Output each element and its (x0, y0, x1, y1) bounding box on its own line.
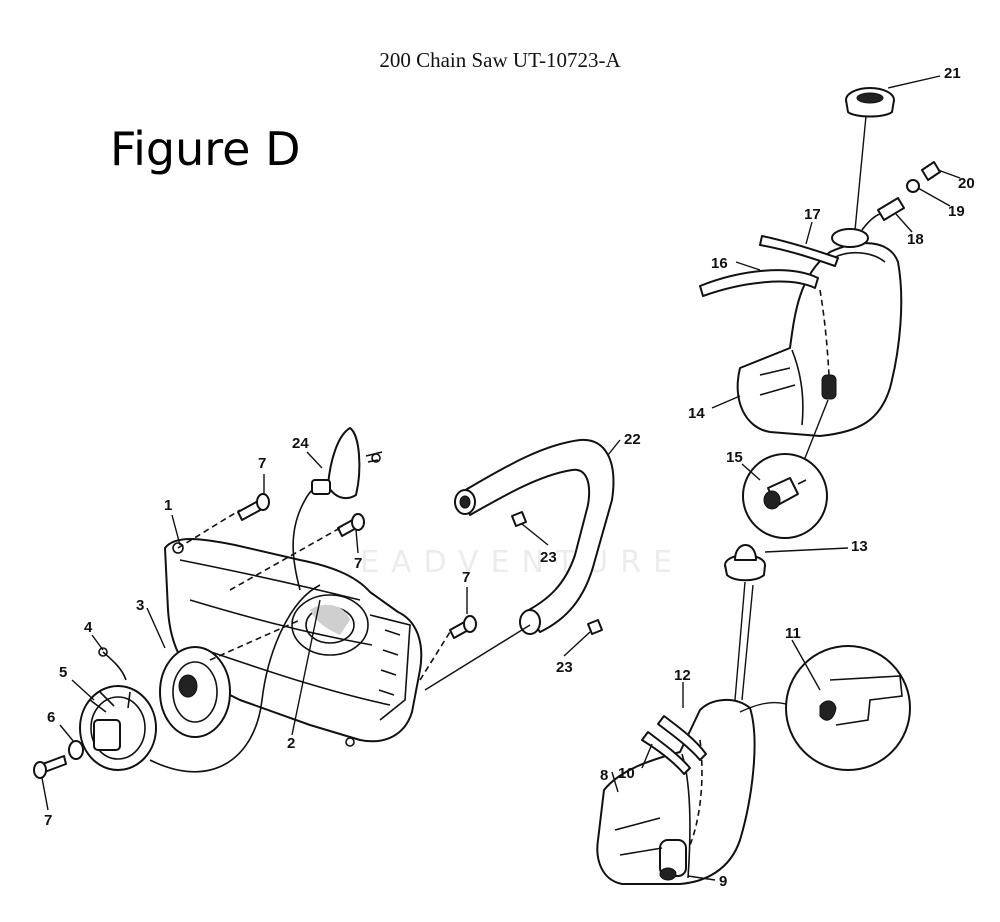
fuel-tank (736, 242, 903, 437)
vent-valve (921, 161, 941, 181)
starter-cord (149, 584, 321, 773)
callout-21: 21 (944, 65, 961, 82)
oil-cap (724, 544, 766, 582)
callout-22: 22 (624, 431, 641, 448)
handle-bar (461, 438, 615, 633)
fuel-tank-assembly (699, 87, 941, 539)
fuel-cap (845, 87, 895, 118)
spring-wire (102, 651, 127, 681)
housing-assembly (33, 427, 477, 779)
front-handle (424, 438, 615, 691)
callout-2: 2 (287, 735, 295, 752)
callout-18: 18 (907, 231, 924, 248)
fuel-line-short (759, 235, 839, 267)
housing-fan-opening (291, 594, 369, 656)
washer (68, 740, 84, 760)
callout-14: 14 (688, 405, 705, 422)
oil-line-upper (657, 715, 707, 761)
oil-line-lower (641, 731, 691, 775)
vent-fitting (877, 197, 905, 221)
callout-19: 19 (948, 203, 965, 220)
callout-7-top: 7 (258, 455, 266, 472)
callout-12: 12 (674, 667, 691, 684)
callout-23-lower: 23 (556, 659, 573, 676)
callout-3: 3 (136, 597, 144, 614)
callout-8: 8 (600, 767, 608, 784)
callout-16: 16 (711, 255, 728, 272)
handle-screw-lower (587, 619, 603, 635)
callout-leaders (41, 75, 961, 881)
callout-7-right: 7 (462, 569, 470, 586)
rewind-hub (93, 719, 121, 751)
callout-4: 4 (84, 619, 93, 636)
callout-17: 17 (804, 206, 821, 223)
callout-20: 20 (958, 175, 975, 192)
watermark-text: EADVENTURE (360, 545, 684, 580)
figure-label: Figure D (110, 122, 301, 176)
callout-1: 1 (164, 497, 172, 514)
fuel-line-long (699, 269, 819, 297)
callout-7-bottom: 7 (44, 812, 52, 829)
oil-tank-assembly (596, 544, 911, 885)
callout-23-upper: 23 (540, 549, 557, 566)
callout-11: 11 (785, 625, 801, 642)
handle-screw-upper (511, 511, 527, 527)
callout-5: 5 (59, 664, 67, 681)
oil-vent-detail (785, 645, 911, 771)
vent-washer (906, 179, 920, 193)
callout-13: 13 (851, 538, 868, 555)
callout-15: 15 (726, 449, 743, 466)
callout-labels: 1 2 3 4 5 6 7 7 7 7 8 9 10 11 12 13 14 1… (44, 65, 975, 890)
callout-7-middle: 7 (354, 555, 362, 572)
document-title: 200 Chain Saw UT-10723-A (379, 48, 621, 72)
spark-plug-boot (327, 427, 361, 500)
callout-24: 24 (292, 435, 309, 452)
callout-6: 6 (47, 709, 55, 726)
callout-9: 9 (719, 873, 727, 890)
callout-10: 10 (618, 765, 635, 782)
